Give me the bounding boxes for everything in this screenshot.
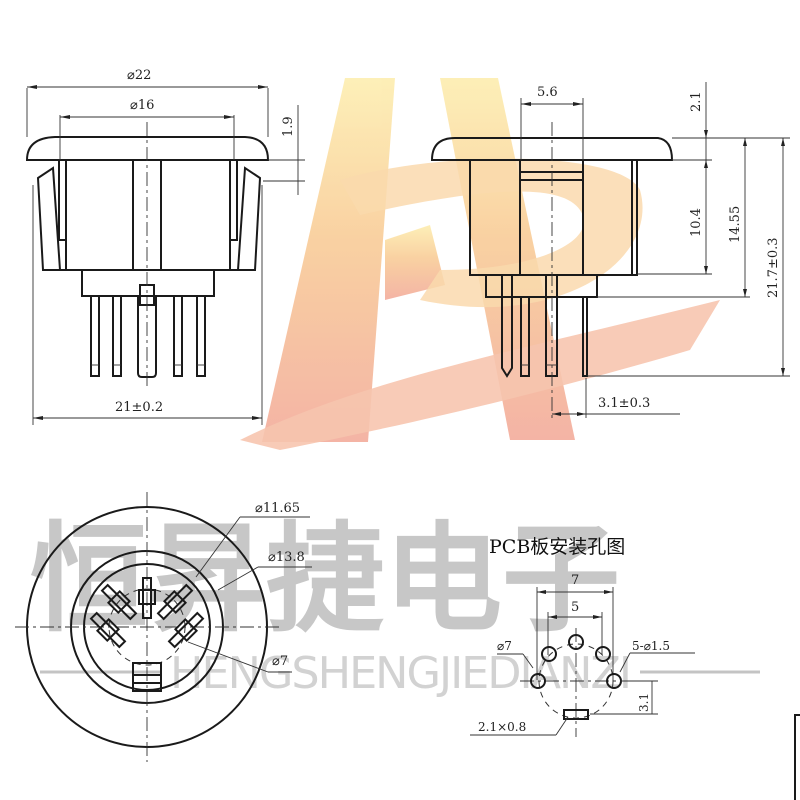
pcb-slot-size: 2.1×0.8 [478, 720, 526, 734]
edge-frame-fragment [794, 714, 800, 800]
watermark-pinyin: HENGSHENGJIEDIANZI [170, 648, 630, 699]
dim-total-body: 14.55 [728, 206, 743, 243]
brand-logo-watermark [240, 78, 720, 450]
pcb-hole-spec: 5-⌀1.5 [632, 639, 670, 653]
dim-outer-diameter: ⌀22 [127, 68, 151, 83]
pcb-hole-layout: PCB板安装孔图 7 5 ⌀7 5-⌀1.5 3. [470, 536, 695, 737]
dim-flange-height: 2.1 [689, 91, 704, 112]
pcb-span-outer: 7 [571, 573, 579, 588]
face-view: ⌀11.65 ⌀13.8 ⌀7 [15, 492, 312, 762]
side-view: 5.6 2.1 10.4 14.55 21.7±0.3 3.1±0.3 [430, 82, 790, 420]
dim-outer-ring: ⌀13.8 [268, 550, 305, 565]
dim-flange-thickness: 1.9 [281, 116, 296, 137]
front-view: ⌀22 ⌀16 1.9 21±0.2 [25, 68, 305, 425]
pin-slots [89, 577, 205, 649]
pcb-slot-offset: 3.1 [637, 693, 651, 712]
dim-key-width: 5.6 [537, 85, 558, 100]
dim-overall-height: 21.7±0.3 [766, 237, 781, 298]
pcb-layout-title: PCB板安装孔图 [489, 536, 625, 558]
dim-inner-ring: ⌀11.65 [255, 501, 300, 516]
pcb-span-inner: 5 [571, 600, 579, 615]
dim-body-width: 21±0.2 [115, 400, 163, 415]
pcb-pin-circle: ⌀7 [497, 639, 512, 653]
dim-pin-offset: 3.1±0.3 [598, 396, 650, 411]
dim-body-height: 10.4 [689, 208, 704, 237]
dim-pin-circle: ⌀7 [272, 654, 288, 669]
watermark-chinese: 恒昇捷电子 [30, 510, 620, 648]
dim-inner-diameter: ⌀16 [130, 98, 154, 113]
